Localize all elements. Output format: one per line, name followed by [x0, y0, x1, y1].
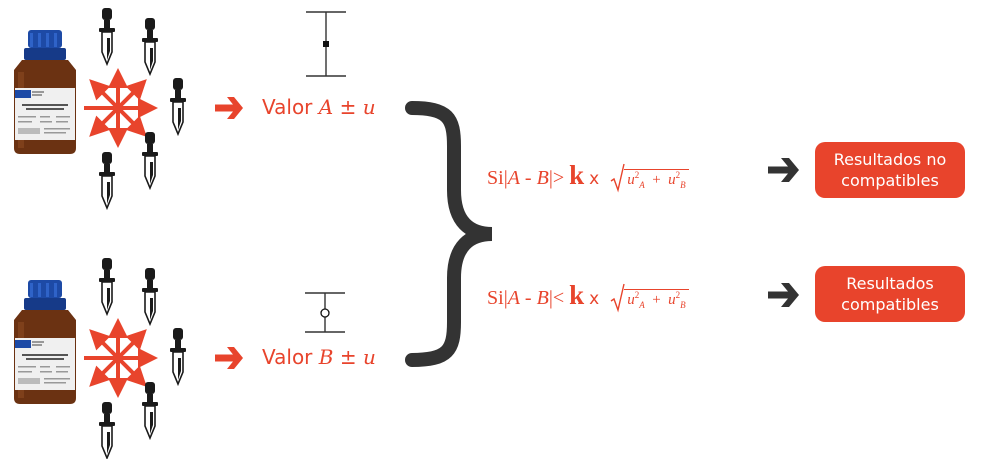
result-compatible-box: Resultados compatibles [815, 266, 965, 322]
reference-bottle-icon-b [14, 280, 76, 404]
pipette-icon [169, 327, 187, 385]
spread-arrows-icon-b [84, 322, 154, 394]
pipette-icon [141, 267, 159, 325]
curly-brace-icon [405, 101, 493, 367]
condition-compatible: Si|A - B|< k x u2A + u2B [487, 280, 689, 313]
pipette-icon [141, 17, 159, 75]
result-not-compatible-box: Resultados no compatibles [815, 142, 965, 198]
error-bar-icon-a [306, 11, 346, 77]
arrow-right-icon [768, 283, 799, 307]
arrow-right-icon [215, 97, 243, 119]
spread-arrows-icon-a [84, 72, 154, 144]
measurement-b-label: Valor B ± u [262, 345, 376, 369]
pipette-icon [169, 77, 187, 135]
condition-not-compatible: Si|A - B|> k x u2A + u2B [487, 160, 689, 193]
reference-bottle-icon-a [14, 30, 76, 154]
arrow-right-icon [768, 158, 799, 182]
error-bar-icon-b [305, 292, 345, 333]
arrow-right-icon [215, 347, 243, 369]
square-root: u2A + u2B [610, 163, 689, 193]
pipette-icon [98, 401, 116, 459]
pipette-icon [141, 131, 159, 189]
measurement-a-label: Valor A ± u [262, 95, 376, 119]
pipette-icon [141, 381, 159, 439]
pipette-icon [98, 151, 116, 209]
pipette-icon [98, 7, 116, 65]
pipette-icon [98, 257, 116, 315]
square-root: u2A + u2B [610, 283, 689, 313]
